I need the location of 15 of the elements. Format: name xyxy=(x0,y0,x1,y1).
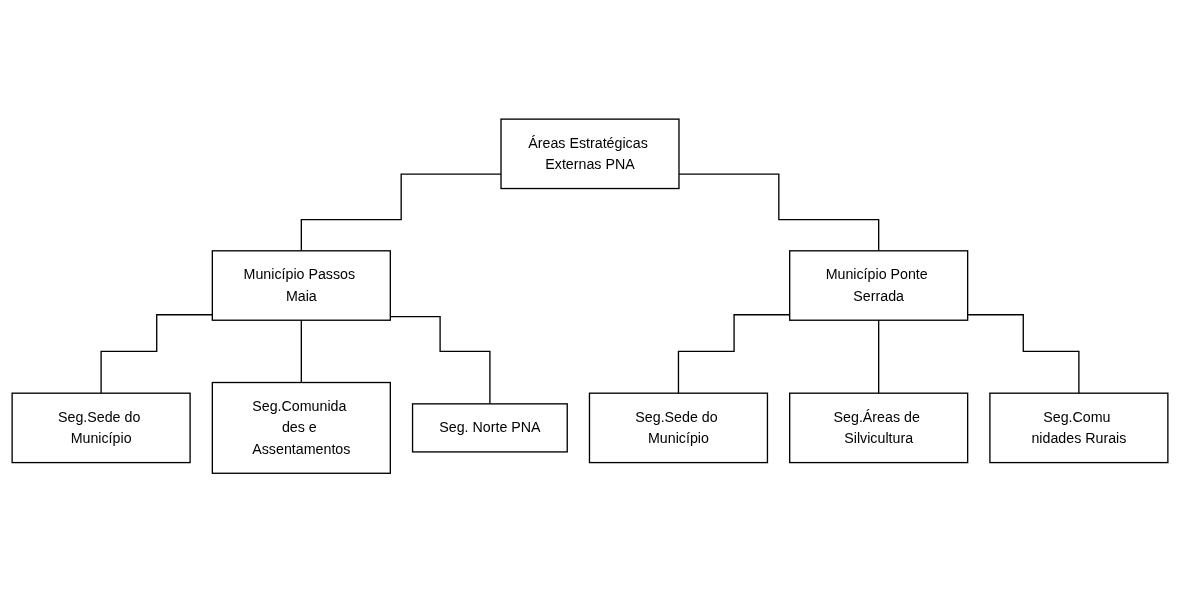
node-box: Seg.Comunida des e Assentamentos xyxy=(211,381,391,474)
node-box: Seg.Sede do Município xyxy=(11,392,191,464)
connector xyxy=(967,313,1080,394)
node-box: Seg.Áreas de Silvicultura xyxy=(789,392,969,464)
connector xyxy=(878,319,880,394)
node-box: Município Passos Maia xyxy=(211,249,391,321)
node-box: Município Ponte Serrada xyxy=(789,249,969,321)
node-box: Áreas Estratégicas Externas PNA xyxy=(500,118,680,189)
connector xyxy=(300,319,302,383)
node-box: Seg.Sede do Município xyxy=(588,392,769,464)
connector xyxy=(678,173,880,252)
connector xyxy=(300,173,502,252)
connector xyxy=(100,313,213,394)
node-box: Seg. Norte PNA xyxy=(411,403,568,453)
node-box: Seg.Comu nidades Rurais xyxy=(989,392,1169,464)
